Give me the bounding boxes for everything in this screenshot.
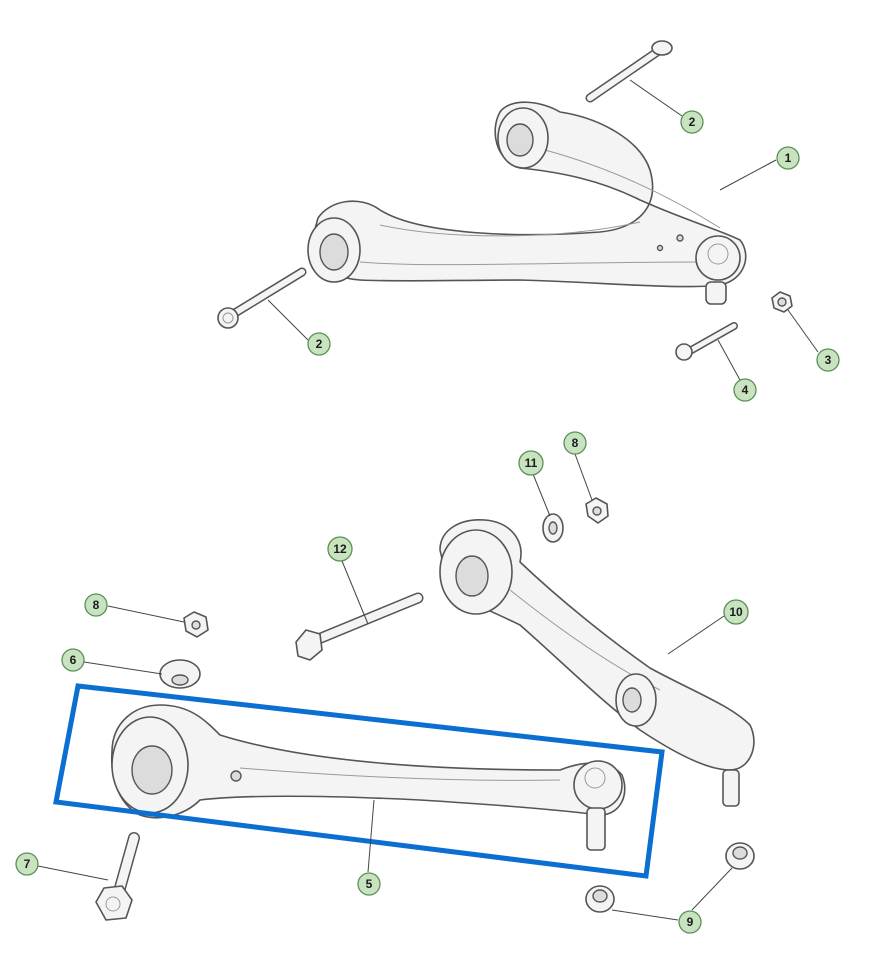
long-bolt[interactable] [295,592,424,661]
svg-text:3: 3 [825,353,832,367]
lower-control-arm[interactable] [110,704,626,851]
svg-text:2: 2 [316,337,323,351]
svg-text:9: 9 [687,915,694,929]
upper-control-arm[interactable] [307,101,747,305]
svg-text:2: 2 [689,115,696,129]
callout-part-2-front[interactable]: 2 [680,110,704,134]
callout-part-2-rear[interactable]: 2 [307,332,331,356]
callout-part-9[interactable]: 9 [678,910,702,934]
callout-part-8-top[interactable]: 8 [563,431,587,455]
svg-text:12: 12 [333,542,347,556]
svg-text:1: 1 [785,151,792,165]
ball-joint-bolt[interactable] [675,322,738,361]
callout-part-6[interactable]: 6 [61,648,85,672]
bushing-cap[interactable] [159,659,201,689]
callout-part-10[interactable]: 10 [723,599,749,625]
lower-nut-left[interactable] [183,611,209,638]
callout-part-7[interactable]: 7 [15,852,39,876]
svg-text:6: 6 [70,653,77,667]
lower-arm-bolt[interactable] [95,832,140,921]
svg-text:5: 5 [366,877,373,891]
washer[interactable] [542,513,564,543]
upper-bolt-rear[interactable] [217,267,307,329]
callout-part-1[interactable]: 1 [776,146,800,170]
svg-text:10: 10 [729,605,743,619]
upper-bolt-front[interactable] [585,40,673,103]
callout-part-8-left[interactable]: 8 [84,593,108,617]
selection-highlight-box [53,683,665,879]
callout-part-12[interactable]: 12 [327,536,353,562]
svg-text:8: 8 [572,436,579,450]
lower-nut-top[interactable] [585,497,609,524]
leader-lines [37,79,819,921]
svg-text:4: 4 [742,383,749,397]
callout-part-5[interactable]: 5 [357,872,381,896]
ball-joint-nut[interactable] [771,291,793,313]
svg-text:8: 8 [93,598,100,612]
callout-part-3[interactable]: 3 [816,348,840,372]
svg-text:7: 7 [24,857,31,871]
callout-part-4[interactable]: 4 [733,378,757,402]
svg-text:11: 11 [525,456,538,470]
ball-joint-nut-9a[interactable] [585,885,615,913]
ball-joint-nut-9b[interactable] [725,842,755,870]
callout-part-11[interactable]: 11 [518,450,544,476]
tension-strut[interactable] [439,519,755,807]
